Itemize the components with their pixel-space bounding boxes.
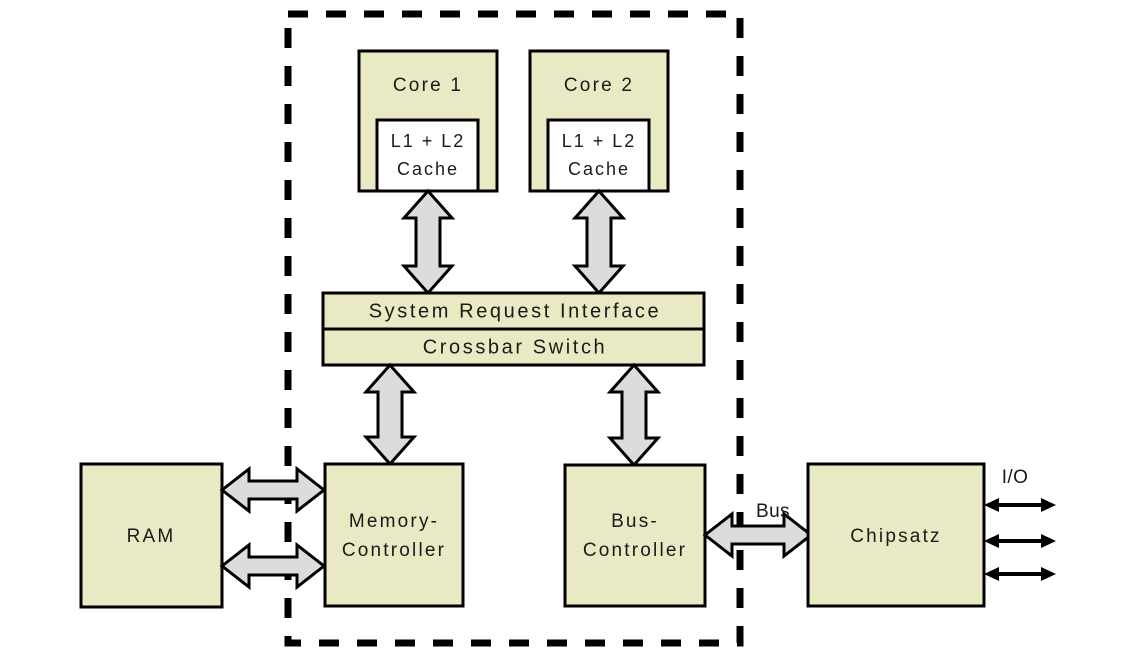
chipsatz-block[interactable]: Chipsatz <box>806 462 986 608</box>
core-1-label: Core 1 <box>393 75 463 96</box>
system-request-interface-label: System Request Interface <box>369 300 662 322</box>
io-arrow-2 <box>984 534 1056 548</box>
bus-controller-box <box>563 463 707 608</box>
bus-controller-block[interactable]: Bus- Controller <box>563 463 707 608</box>
core-2-cache-box <box>546 118 651 193</box>
die-boundary <box>284 10 744 647</box>
core-2-cache-label-line2: Cache <box>568 159 630 179</box>
memory-controller-label-line1: Memory- <box>349 511 439 532</box>
ram-block[interactable]: RAM <box>79 462 224 609</box>
core-1-block[interactable]: Core 1 L1 + L2 Cache <box>357 49 499 193</box>
arrow-core1-to-sri <box>400 188 456 296</box>
io-arrow-1 <box>984 498 1056 512</box>
crossbar-switch-box <box>321 327 706 367</box>
arrow-crossbar-to-bus-controller <box>606 362 662 468</box>
memory-controller-box <box>323 462 465 608</box>
memory-controller-block[interactable]: Memory- Controller <box>323 462 465 608</box>
bus-controller-label-line2: Controller <box>583 540 687 561</box>
core-1-cache-label-line2: Cache <box>397 159 459 179</box>
memory-controller-label-line2: Controller <box>342 540 446 561</box>
io-label: I/O <box>1002 467 1029 488</box>
chipsatz-box <box>806 462 986 608</box>
arrow-ram-to-memory-controller-lower <box>219 541 327 591</box>
core-2-cache-label-line1: L1 + L2 <box>562 131 637 151</box>
ram-label: RAM <box>127 526 176 547</box>
core-1-cache-box <box>375 118 480 193</box>
crossbar-switch-label: Crossbar Switch <box>423 336 608 358</box>
system-request-interface-box <box>321 291 706 331</box>
crossbar-switch-block[interactable]: Crossbar Switch <box>321 327 706 367</box>
system-request-interface-block[interactable]: System Request Interface <box>321 291 706 331</box>
arrow-crossbar-to-memory-controller <box>362 362 418 467</box>
io-arrow-3 <box>984 567 1056 581</box>
bus-controller-label-line1: Bus- <box>611 511 659 532</box>
arrow-core2-to-sri <box>571 188 627 296</box>
core-2-label: Core 2 <box>564 75 634 96</box>
core-2-block[interactable]: Core 2 L1 + L2 Cache <box>528 49 670 193</box>
arrow-ram-to-memory-controller-upper <box>219 465 327 515</box>
ram-box <box>79 462 224 609</box>
core-1-cache-label-line1: L1 + L2 <box>391 131 466 151</box>
chipsatz-label: Chipsatz <box>850 526 942 547</box>
bus-label: Bus <box>756 501 790 522</box>
